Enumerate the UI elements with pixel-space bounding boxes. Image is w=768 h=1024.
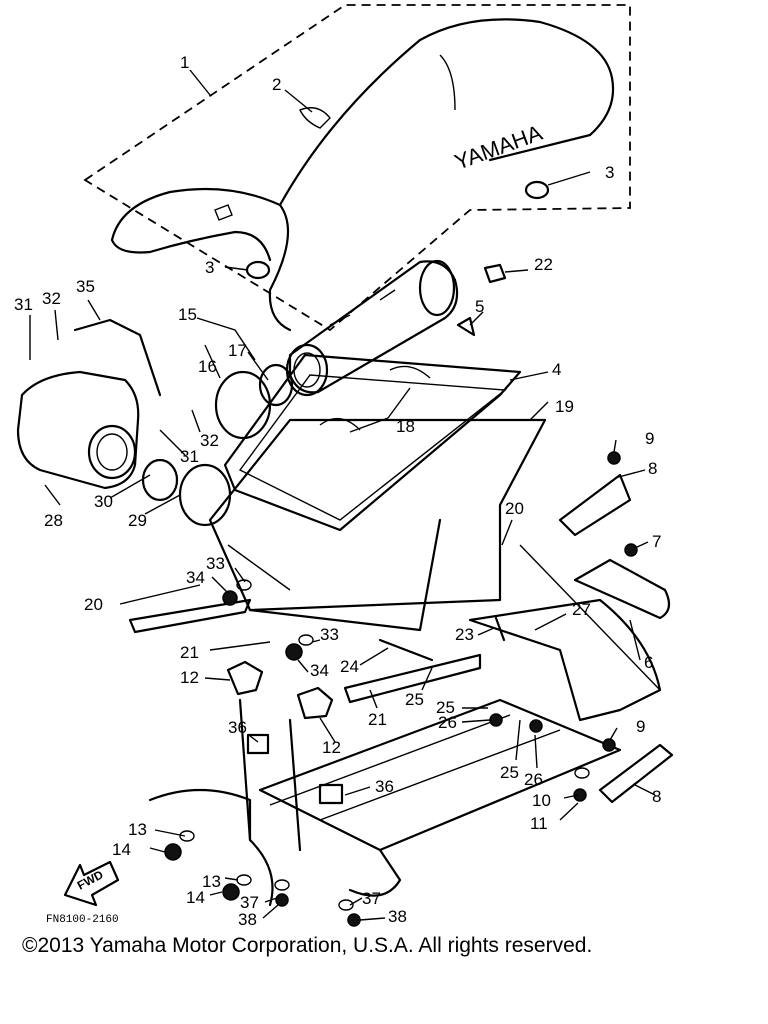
hardware	[164, 263, 638, 927]
callout-25: 25	[436, 698, 455, 717]
seat-brand-text: YAMAHA	[451, 120, 546, 175]
callout-21: 21	[180, 643, 199, 662]
callout-13: 13	[128, 820, 147, 839]
callout-6: 6	[644, 653, 653, 672]
callout-19: 19	[555, 397, 574, 416]
callout-21: 21	[368, 710, 387, 729]
callout-12: 12	[322, 738, 341, 757]
callout-2: 2	[272, 75, 281, 94]
leader-lines	[29, 69, 656, 921]
callout-10: 10	[532, 791, 551, 810]
callout-38: 38	[388, 907, 407, 926]
callout-14: 14	[112, 840, 131, 859]
callout-7: 7	[652, 532, 661, 551]
callout-4: 4	[552, 360, 561, 379]
drawing-code: FN8100-2160	[46, 914, 119, 926]
callout-3: 3	[605, 163, 614, 182]
callout-26: 26	[438, 713, 457, 732]
callout-30: 30	[94, 492, 113, 511]
callout-15: 15	[178, 305, 197, 324]
callout-8: 8	[648, 459, 657, 478]
callout-18: 18	[396, 417, 415, 436]
callout-35: 35	[76, 277, 95, 296]
callout-27: 27	[572, 600, 591, 619]
callout-34: 34	[186, 568, 205, 587]
callout-32: 32	[200, 431, 219, 450]
callout-22: 22	[534, 255, 553, 274]
callout-3: 3	[205, 258, 214, 277]
callout-14: 14	[186, 888, 205, 907]
callout-24: 24	[340, 657, 359, 676]
callout-29: 29	[128, 511, 147, 530]
callout-32: 32	[42, 289, 61, 308]
callout-33: 33	[206, 554, 225, 573]
callout-17: 17	[228, 341, 247, 360]
frame-rails	[128, 473, 674, 907]
callout-26: 26	[524, 770, 543, 789]
callout-1: 1	[180, 53, 189, 72]
callout-13: 13	[202, 872, 221, 891]
callout-20: 20	[84, 595, 103, 614]
callout-5: 5	[475, 297, 484, 316]
callout-38: 38	[238, 910, 257, 929]
fwd-arrow-icon: FWD	[63, 860, 120, 907]
callout-34: 34	[310, 661, 329, 680]
callout-31: 31	[14, 295, 33, 314]
callout-8: 8	[652, 787, 661, 806]
callout-16: 16	[198, 357, 217, 376]
callout-36: 36	[375, 777, 394, 796]
callout-25: 25	[500, 763, 519, 782]
copyright-notice: ©2013 Yamaha Motor Corporation, U.S.A. A…	[22, 934, 593, 957]
callout-12: 12	[180, 668, 199, 687]
callout-37: 37	[362, 889, 381, 908]
storage-box	[16, 318, 294, 527]
callout-20: 20	[505, 499, 524, 518]
callout-31: 31	[180, 447, 199, 466]
battery-box	[208, 353, 547, 632]
callout-33: 33	[320, 625, 339, 644]
seat-assembly: YAMAHA	[83, 4, 631, 332]
callout-9: 9	[645, 429, 654, 448]
callout-36: 36	[228, 718, 247, 737]
callout-37: 37	[240, 893, 259, 912]
callout-11: 11	[530, 814, 548, 833]
callout-28: 28	[44, 511, 63, 530]
callout-25: 25	[405, 690, 424, 709]
callout-labels: 1 2 3 3 4 5 6 7 8 8 9 9 10 11 12 12 13 1…	[14, 53, 661, 929]
callout-9: 9	[636, 717, 645, 736]
callout-23: 23	[455, 625, 474, 644]
